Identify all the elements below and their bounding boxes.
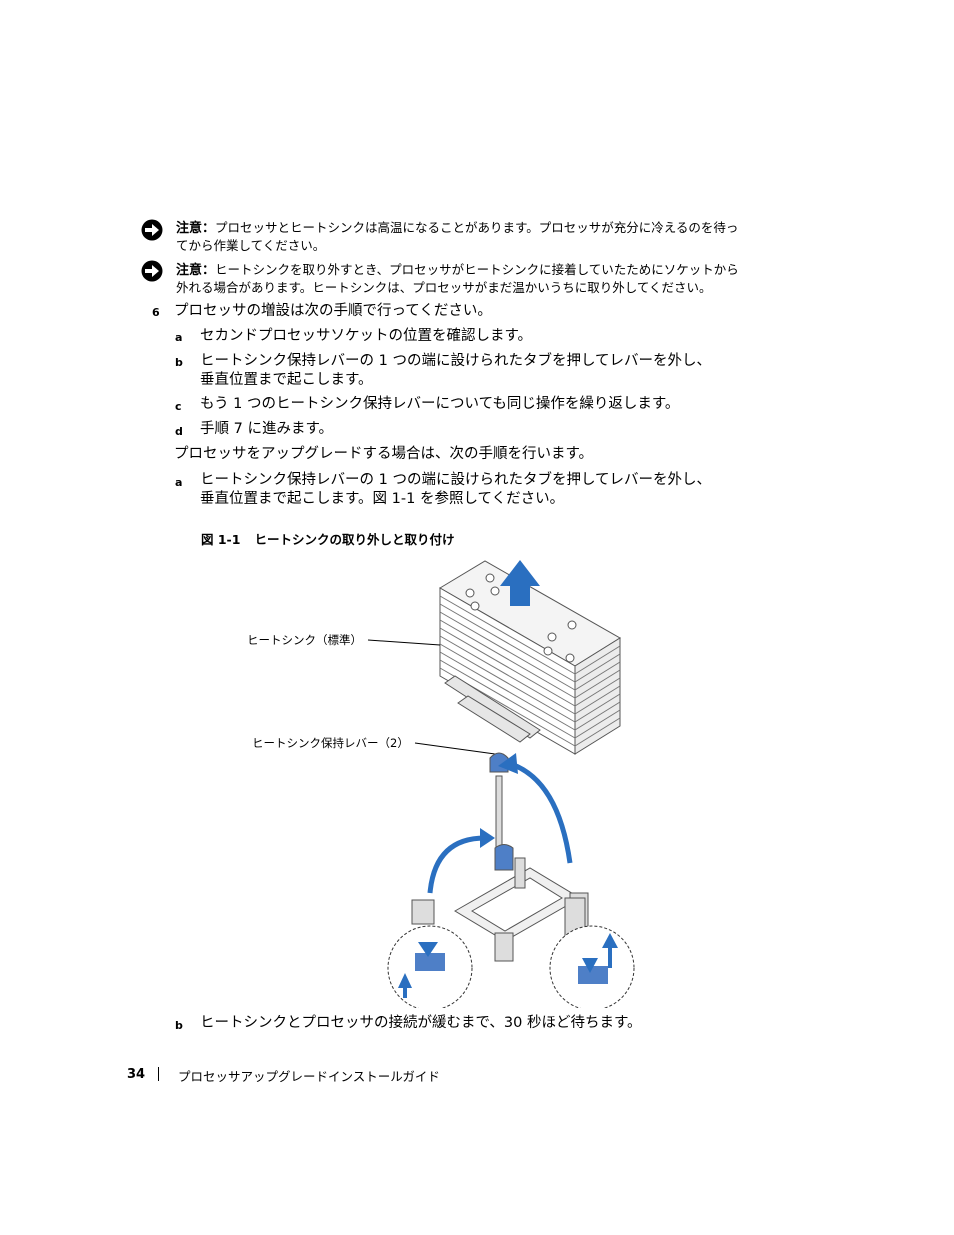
callout-line-lever <box>414 742 496 755</box>
heatsink-illustration <box>367 560 635 1008</box>
notice-text-line2: 外れる場合があります。ヒートシンクは、プロセッサがまだ温かいうちに取り外してくだ… <box>176 280 712 295</box>
step-number: 6 <box>152 306 160 319</box>
substep-text: ヒートシンク保持レバーの 1 つの端に設けられたタブを押してレバーを外し、 垂直… <box>200 471 711 509</box>
footer-divider <box>158 1067 159 1081</box>
substep-text: 手順 7 に進みます。 <box>200 421 333 437</box>
substep-marker: a <box>175 476 183 489</box>
callout-line-heatsink <box>367 639 441 646</box>
substep-marker: b <box>175 1019 183 1032</box>
figure-number: 図 1-1 <box>201 532 241 547</box>
rotate-arrow-icon <box>507 760 573 864</box>
footer-title: プロセッサアップグレードインストールガイド <box>178 1069 440 1084</box>
substep-text-line2: 垂直位置まで起こします。図 1-1 を参照してください。 <box>200 491 565 507</box>
figure-caption: 図 1-1 ヒートシンクの取り外しと取り付け <box>201 529 454 548</box>
substep-text-line1: ヒートシンク保持レバーの 1 つの端に設けられたタブを押してレバーを外し、 <box>200 472 712 488</box>
substep-text-line2: 垂直位置まで起こします。 <box>200 372 373 388</box>
substep-text: セカンドプロセッサソケットの位置を確認します。 <box>200 328 533 344</box>
lift-arrow-icon <box>500 560 540 606</box>
notice-arrow-icon <box>141 260 163 282</box>
callout-lever: ヒートシンク保持レバー（2） <box>252 736 409 750</box>
step-text: プロセッサの増設は次の手順で行ってください。 <box>174 303 492 319</box>
rotate-arrow-icon <box>427 835 486 894</box>
notice-text-line2: てから作業してください。 <box>176 238 326 253</box>
upgrade-text: プロセッサをアップグレードする場合は、次の手順を行います。 <box>174 446 594 462</box>
callout-heatsink: ヒートシンク（標準） <box>247 633 362 647</box>
notice-caution-1: 注意：プロセッサとヒートシンクは高温になることがあります。プロセッサが充分に冷え… <box>176 219 816 254</box>
notice-label: 注意： <box>176 263 216 278</box>
substep-text: ヒートシンク保持レバーの 1 つの端に設けられたタブを押してレバーを外し、 垂直… <box>200 352 711 390</box>
substep-text-line1: ヒートシンク保持レバーの 1 つの端に設けられたタブを押してレバーを外し、 <box>200 353 712 369</box>
substep-marker: c <box>175 400 182 413</box>
notice-arrow-icon <box>141 219 163 241</box>
heatsink-screws <box>465 573 577 663</box>
notice-label: 注意： <box>176 221 216 236</box>
substep-text: もう 1 つのヒートシンク保持レバーについても同じ操作を繰り返します。 <box>200 396 680 412</box>
notice-caution-2: 注意：ヒートシンクを取り外すとき、プロセッサがヒートシンクに接着していたためにソ… <box>176 261 816 296</box>
page-number: 34 <box>127 1067 146 1082</box>
substep-marker: d <box>175 425 183 438</box>
substep-text: ヒートシンクとプロセッサの接続が緩むまで、30 秒ほど待ちます。 <box>200 1015 642 1031</box>
notice-text-line1: プロセッサとヒートシンクは高温になることがあります。プロセッサが充分に冷えるのを… <box>215 220 739 235</box>
heatsink <box>439 560 621 755</box>
substep-marker: b <box>175 356 183 369</box>
notice-text-line1: ヒートシンクを取り外すとき、プロセッサがヒートシンクに接着していたためにソケット… <box>215 262 739 277</box>
inset-detail-left <box>387 925 473 1008</box>
figure-title: ヒートシンクの取り外しと取り付け <box>254 532 455 547</box>
substep-marker: a <box>175 331 183 344</box>
inset-detail-right <box>549 925 635 1008</box>
